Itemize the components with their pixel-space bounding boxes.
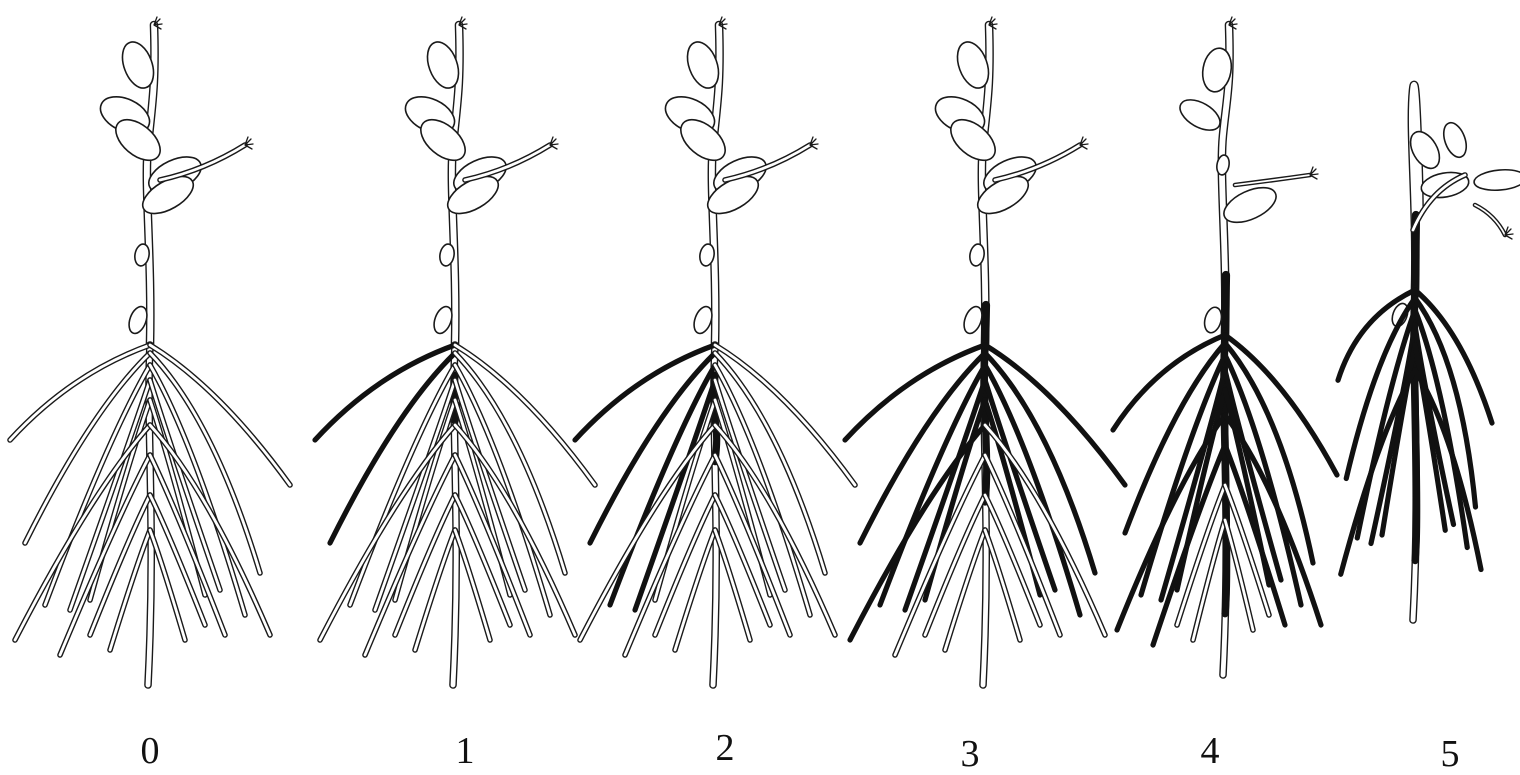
leaf bbox=[1439, 120, 1470, 161]
stem-lesion-diseased bbox=[985, 305, 986, 345]
stage-label-1: 1 bbox=[456, 730, 475, 772]
lateral-root-diseased bbox=[1113, 335, 1225, 430]
lateral-root bbox=[10, 345, 150, 440]
stage-label-3: 3 bbox=[961, 733, 980, 775]
plant-0 bbox=[10, 17, 290, 685]
plant-2 bbox=[575, 17, 855, 685]
leaf bbox=[1175, 94, 1225, 137]
stage-label-4: 4 bbox=[1201, 730, 1220, 772]
plant-4 bbox=[1113, 17, 1337, 675]
lateral-root-diseased bbox=[1225, 445, 1285, 625]
lateral-root-diseased bbox=[315, 345, 455, 440]
petiole bbox=[1475, 205, 1505, 235]
stage-label-2: 2 bbox=[716, 727, 735, 769]
lateral-root-diseased bbox=[845, 345, 985, 440]
stage-label-0: 0 bbox=[141, 730, 160, 772]
plant-5 bbox=[1338, 85, 1520, 620]
lateral-root-diseased bbox=[905, 380, 985, 610]
tendril bbox=[1310, 167, 1318, 179]
leaf bbox=[1473, 168, 1520, 192]
lateral-root-diseased bbox=[1161, 370, 1225, 600]
tendril bbox=[1505, 227, 1513, 239]
leaf bbox=[1219, 180, 1282, 229]
plant-3 bbox=[845, 17, 1125, 685]
stage-label-5: 5 bbox=[1441, 733, 1460, 775]
lateral-root-diseased bbox=[635, 380, 715, 610]
plant-1 bbox=[315, 17, 595, 685]
stem-lesion-diseased bbox=[1225, 275, 1226, 335]
lateral-root-diseased bbox=[575, 345, 715, 440]
stipule bbox=[1202, 305, 1224, 334]
stipule bbox=[1215, 154, 1230, 176]
